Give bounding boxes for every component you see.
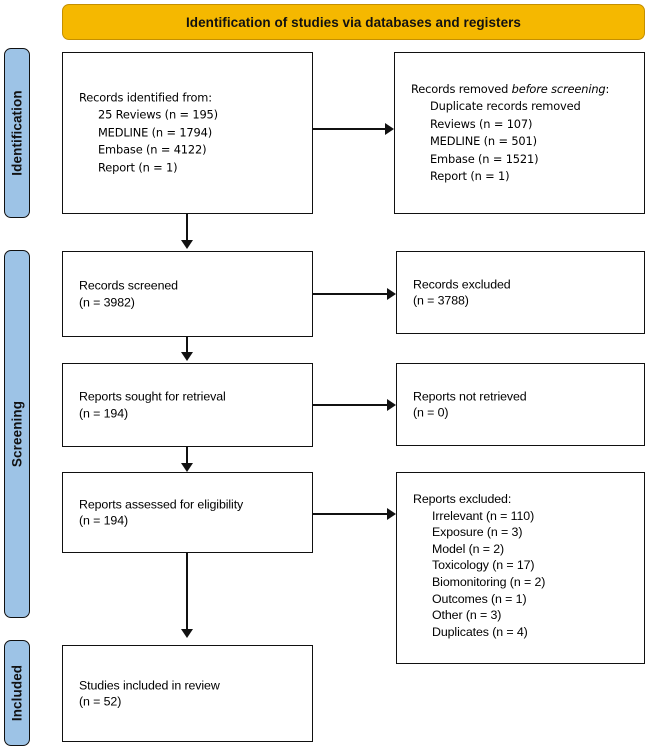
phase-label-included: Included [9, 664, 25, 722]
box-reports-assessed: Reports assessed for eligibility (n = 19… [62, 472, 313, 553]
records-removed-item-1: Reviews (n = 107) [430, 116, 533, 131]
records-identified-item-0: 25 Reviews (n = 195) [98, 107, 218, 122]
box-records-removed-text: Records removed before screening: Duplic… [411, 81, 636, 185]
reports-excluded-item-4: Biomonitoring (n = 2) [432, 574, 546, 589]
reports-excluded-item-5: Outcomes (n = 1) [432, 591, 527, 606]
records-removed-heading-suffix: : [605, 81, 610, 96]
reports-assessed-count: (n = 194) [79, 513, 129, 528]
records-removed-item-0: Duplicate records removed [430, 99, 581, 114]
reports-excluded-item-2: Model (n = 2) [432, 541, 505, 556]
arrowhead-identified-to-removed [385, 123, 394, 135]
phase-pill-included: Included [4, 640, 30, 746]
phase-pill-identification: Identification [4, 48, 30, 218]
connector-assessed-to-included [186, 553, 188, 631]
arrowhead-assessed-to-reports-excluded [387, 508, 396, 520]
records-removed-heading-prefix: Records removed [411, 81, 512, 96]
arrowhead-sought-to-not-retrieved [387, 399, 396, 411]
connector-identified-to-screened [186, 214, 188, 242]
arrowhead-screened-to-sought [181, 352, 193, 361]
records-screened-label: Records screened [79, 278, 178, 293]
records-removed-heading: Records removed before screening: [411, 81, 636, 98]
box-records-identified: Records identified from: 25 Reviews (n =… [62, 52, 313, 214]
records-removed-heading-emphasis: before screening [511, 81, 606, 96]
records-removed-item-2: MEDLINE (n = 501) [430, 134, 537, 148]
phase-pill-screening: Screening [4, 250, 30, 618]
connector-assessed-to-reports-excluded [313, 513, 387, 515]
records-removed-item-3: Embase (n = 1521) [430, 151, 539, 166]
reports-sought-label: Reports sought for retrieval [79, 389, 226, 404]
records-identified-item-3: Report (n = 1) [98, 160, 178, 175]
box-records-screened-text: Records screened (n = 3982) [79, 277, 304, 310]
records-identified-heading: Records identified from: [79, 90, 212, 105]
records-excluded-label: Records excluded [413, 276, 511, 291]
connector-identified-to-removed [313, 128, 385, 130]
box-reports-not-retrieved-text: Reports not retrieved (n = 0) [413, 388, 636, 421]
banner-title: Identification of studies via databases … [186, 14, 521, 30]
phase-label-identification: Identification [9, 90, 25, 176]
reports-not-retrieved-count: (n = 0) [413, 405, 449, 420]
arrowhead-screened-to-excluded [387, 288, 396, 300]
reports-sought-count: (n = 194) [79, 406, 129, 420]
reports-assessed-label: Reports assessed for eligibility [79, 496, 244, 511]
box-records-identified-text: Records identified from: 25 Reviews (n =… [79, 89, 304, 176]
box-reports-sought-text: Reports sought for retrieval (n = 194) [79, 388, 304, 421]
studies-included-label: Studies included in review [79, 677, 220, 692]
studies-included-count: (n = 52) [79, 694, 122, 709]
box-records-excluded-text: Records excluded (n = 3788) [413, 276, 636, 309]
reports-excluded-item-3: Toxicology (n = 17) [432, 558, 535, 573]
connector-screened-to-sought [186, 337, 188, 354]
reports-excluded-item-6: Other (n = 3) [432, 608, 502, 623]
reports-excluded-heading: Reports excluded: [413, 492, 512, 506]
box-reports-excluded-detail: Reports excluded: Irrelevant (n = 110) E… [396, 472, 645, 664]
connector-sought-to-assessed [186, 447, 188, 465]
box-records-excluded: Records excluded (n = 3788) [396, 251, 645, 334]
records-removed-item-4: Report (n = 1) [430, 168, 510, 183]
records-identified-item-2: Embase (n = 4122) [98, 142, 207, 157]
arrowhead-sought-to-assessed [181, 463, 193, 472]
connector-screened-to-excluded [313, 293, 387, 295]
reports-excluded-item-7: Duplicates (n = 4) [432, 624, 528, 639]
records-identified-item-1: MEDLINE (n = 1794) [98, 125, 213, 140]
box-reports-excluded-detail-text: Reports excluded: Irrelevant (n = 110) E… [413, 491, 636, 640]
phase-label-screening: Screening [9, 400, 25, 468]
arrowhead-assessed-to-included [181, 629, 193, 638]
connector-sought-to-not-retrieved [313, 404, 387, 406]
box-studies-included-text: Studies included in review (n = 52) [79, 677, 304, 710]
box-reports-sought: Reports sought for retrieval (n = 194) [62, 363, 313, 447]
records-screened-count: (n = 3982) [79, 295, 135, 309]
arrowhead-identified-to-screened [181, 240, 193, 249]
diagram-banner: Identification of studies via databases … [62, 4, 645, 40]
reports-excluded-item-1: Exposure (n = 3) [432, 525, 523, 540]
reports-excluded-item-0: Irrelevant (n = 110) [432, 508, 535, 523]
records-excluded-count: (n = 3788) [413, 293, 469, 308]
reports-not-retrieved-label: Reports not retrieved [413, 388, 527, 403]
box-reports-not-retrieved: Reports not retrieved (n = 0) [396, 363, 645, 446]
box-studies-included: Studies included in review (n = 52) [62, 645, 313, 742]
box-records-screened: Records screened (n = 3982) [62, 251, 313, 337]
box-records-removed: Records removed before screening: Duplic… [394, 52, 645, 214]
box-reports-assessed-text: Reports assessed for eligibility (n = 19… [79, 496, 304, 529]
